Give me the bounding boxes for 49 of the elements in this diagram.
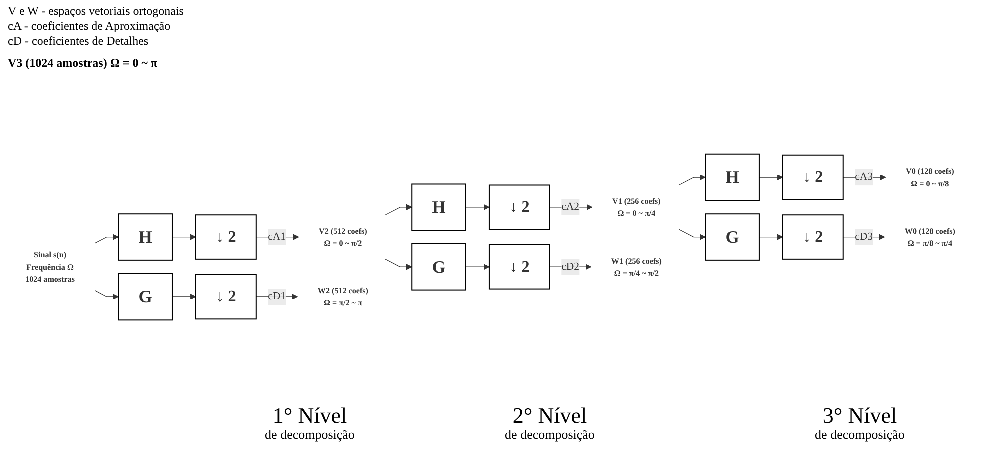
arrow [172,294,196,300]
arrow [94,234,119,244]
node-text: V1 (256 coefs) Ω = 0 ~ π/4 [612,196,661,218]
level-subheading: de decomposição [504,427,596,443]
node-text: Sinal s(n) [34,250,66,260]
arrow [678,228,706,240]
node-box: ↓ 2 [782,154,844,200]
arrow [759,174,784,180]
edge-label: cD2 [562,260,580,272]
legend-note: V e W - espaços vetoriais ortogonais [8,4,184,19]
level-heading: 2° Nível [512,405,588,427]
node-box: ↓ 2 [195,274,257,320]
arrow [759,234,784,240]
node-box: G [118,273,173,320]
signal-annotation: V3 (1024 amostras) Ω = 0 ~ π [8,56,158,71]
node-box: H [118,213,173,261]
arrow [466,264,490,270]
level-subheading: de decomposição [264,427,356,443]
node-text: W0 (128 coefs) Ω = π/8 ~ π/4 [904,226,956,248]
edge-label: cD3 [855,230,874,242]
node-box: H [705,154,760,201]
arrow [94,290,119,300]
level-heading: 3° Nível [822,405,898,427]
node-box: G [412,243,466,291]
node-label: 1024 amostras [26,274,75,284]
node-text: W2 (512 coefs) Ω = π/2 ~ π [318,286,368,308]
arrow [385,204,412,216]
node-text: W1 (256 coefs) Ω = π/4 ~ π/2 [611,256,662,278]
node-box: ↓ 2 [488,244,550,290]
node-text: V0 (128 coefs) Ω = 0 ~ π/8 [906,166,954,188]
legend-note: cA - coeficientes de Aproximação [8,19,172,34]
legend-note: cD - coeficientes de Detalhes [8,34,150,49]
arrow [466,204,490,210]
edge-label: cD1 [268,290,286,302]
node-label: Frequência Ω [26,262,74,272]
arrow [385,258,412,270]
node-box: ↓ 2 [782,214,844,260]
edge-label: cA2 [562,201,580,212]
arrow [678,174,706,186]
node-text: V2 (512 coefs) Ω = 0 ~ π/2 [319,226,368,248]
edge-label: cA3 [855,171,874,183]
node-box: G [705,213,760,261]
node-box: H [412,183,466,231]
level-subheading: de decomposição [814,427,906,443]
edge-label: cA1 [268,230,286,242]
arrow [172,234,196,240]
node-box: ↓ 2 [195,214,257,260]
level-heading: 1° Nível [272,405,348,427]
node-box: ↓ 2 [488,184,550,230]
